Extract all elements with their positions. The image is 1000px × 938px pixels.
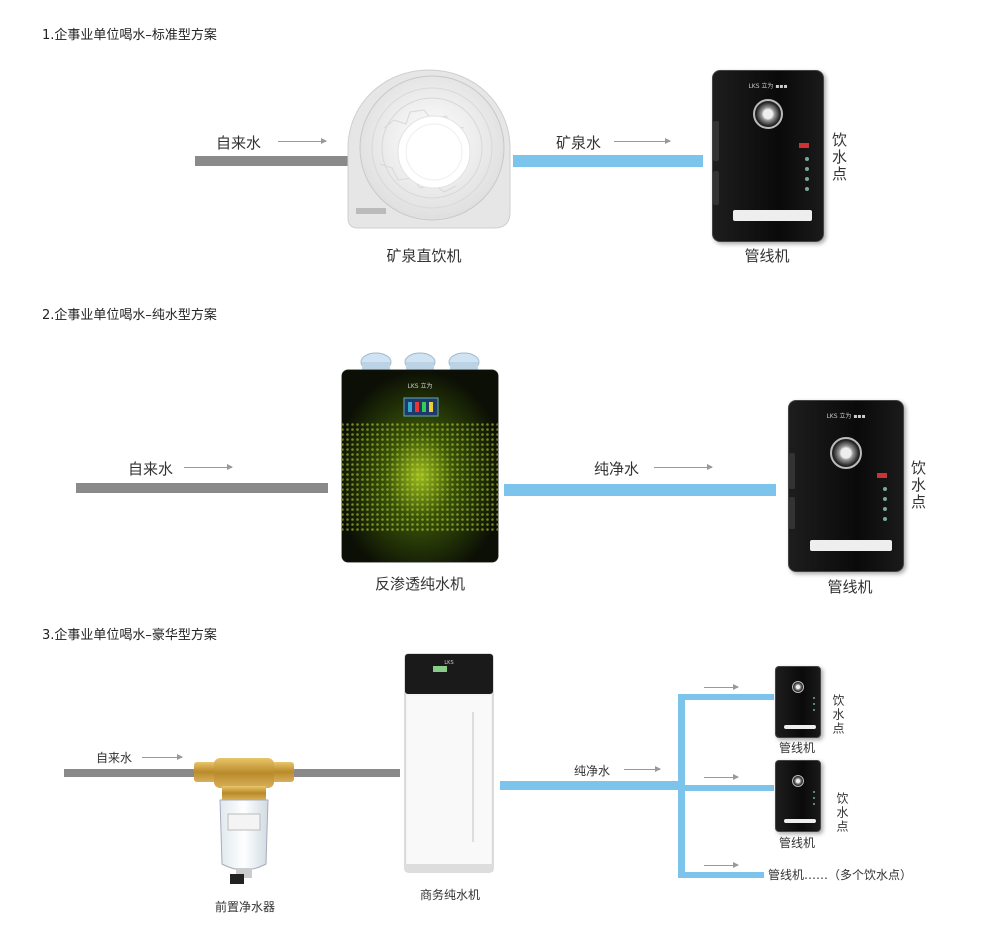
section-3-title: 3.企事业单位喝水–豪华型方案 [42,628,217,643]
section-2-point-label: 饮水点 [909,460,927,511]
section-2-dispenser-caption: 管线机 [827,578,873,596]
arrow-right-icon [704,774,739,780]
branch-pipe-1 [678,694,774,700]
pure-water-pipe [504,484,776,496]
pipeline-dispenser-icon [775,760,821,832]
section-3-input-label: 自来水 [96,751,133,765]
section-2-input-label: 自来水 [128,460,174,478]
section-1-output-label: 矿泉水 [556,134,602,152]
mineral-water-pipe [513,155,703,167]
section-3-point-label-2: 饮水点 [835,792,849,834]
svg-text:LKS: LKS [444,660,453,666]
arrow-right-icon [704,862,739,868]
ro-purifier-icon: LKS 立为 [340,352,500,564]
branch-pipe-3 [678,872,764,878]
arrow-right-icon [704,684,739,690]
pure-water-pipe [500,781,684,790]
section-3-prefilter-caption: 前置净水器 [214,900,275,914]
tap-water-pipe [76,483,328,493]
section-1-input-label: 自来水 [216,134,262,152]
arrow-right-icon [624,766,661,772]
svg-text:LKS 立为: LKS 立为 [408,382,433,390]
section-1-point-label: 饮水点 [830,132,848,183]
section-2-output-label: 纯净水 [594,460,640,478]
pipeline-dispenser-icon: LKS 立为 ▪▪▪ [712,70,824,242]
section-1-title: 1.企事业单位喝水–标准型方案 [42,28,217,43]
section-2-title: 2.企事业单位喝水–纯水型方案 [42,308,217,323]
section-3-dispenser-caption-2: 管线机 [778,836,815,850]
arrow-right-icon [184,464,233,470]
arrow-right-icon [614,138,671,144]
arrow-right-icon [278,138,327,144]
section-3-more-label: 管线机……（多个饮水点） [768,868,913,882]
branch-pipe-2 [678,785,774,791]
commercial-purifier-icon: LKS [403,652,495,874]
section-3-point-label-1: 饮水点 [831,694,845,736]
section-1-dispenser-caption: 管线机 [744,247,790,265]
arrow-right-icon [654,464,713,470]
prefilter-icon [192,756,296,890]
section-2-machine-caption: 反渗透纯水机 [374,575,465,593]
section-3-dispenser-caption-1: 管线机 [778,741,815,755]
section-3-output-label: 纯净水 [574,764,611,778]
section-1-machine-caption: 矿泉直饮机 [386,247,462,265]
section-3-machine-caption: 商务纯水机 [419,888,480,902]
pipeline-dispenser-icon [775,666,821,738]
mineral-water-machine-icon [344,68,514,230]
pipeline-dispenser-icon: LKS 立为 ▪▪▪ [788,400,904,572]
arrow-right-icon [142,754,183,760]
tap-water-pipe [195,156,350,166]
